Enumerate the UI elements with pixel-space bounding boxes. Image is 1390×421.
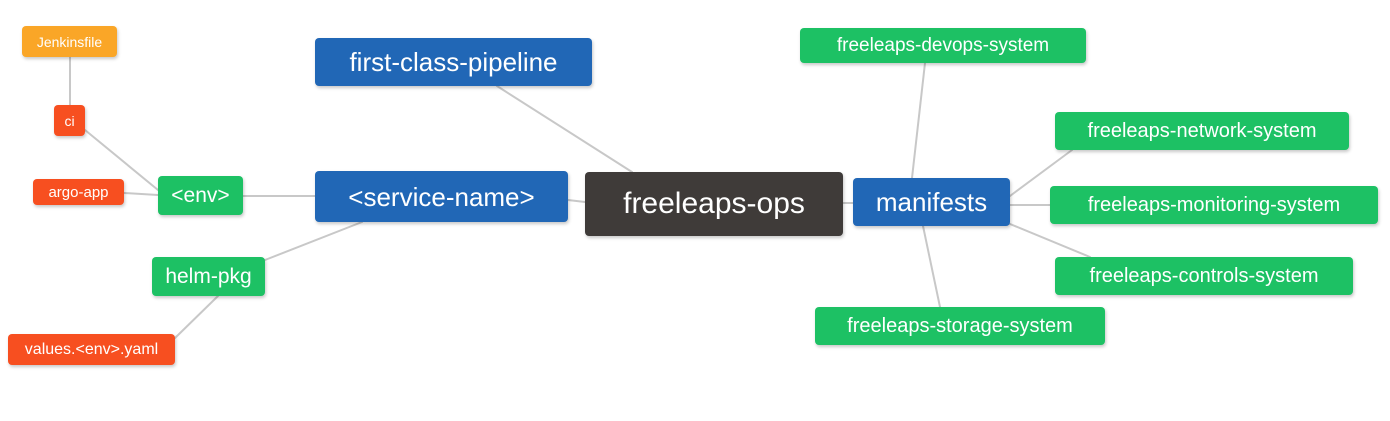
node-label-service-name: <service-name> — [348, 181, 535, 212]
node-label-ci: ci — [64, 112, 75, 129]
node-label-env: <env> — [171, 184, 230, 207]
mindmap-node-jenkinsfile[interactable]: Jenkinsfile — [22, 26, 117, 57]
node-label-values-env-yaml: values.<env>.yaml — [24, 340, 159, 358]
edge-argo-app-to-env — [123, 192, 159, 196]
edge-freeleaps-storage-system-to-manifests — [922, 225, 941, 308]
edge-first-class-pipeline-to-freeleaps-ops — [496, 85, 633, 173]
mindmap-node-values-env-yaml[interactable]: values.<env>.yaml — [8, 334, 175, 365]
mindmap-node-freeleaps-monitoring-system[interactable]: freeleaps-monitoring-system — [1050, 186, 1378, 224]
mindmap-node-freeleaps-ops[interactable]: freeleaps-ops — [585, 172, 843, 236]
mindmap-node-first-class-pipeline[interactable]: first-class-pipeline — [315, 38, 592, 86]
edge-freeleaps-devops-system-to-manifests — [911, 62, 926, 179]
node-label-freeleaps-devops-system: freeleaps-devops-system — [836, 35, 1050, 56]
mindmap-node-freeleaps-devops-system[interactable]: freeleaps-devops-system — [800, 28, 1086, 63]
node-label-freeleaps-network-system: freeleaps-network-system — [1087, 120, 1317, 142]
mindmap-node-freeleaps-controls-system[interactable]: freeleaps-controls-system — [1055, 257, 1353, 295]
node-label-freeleaps-controls-system: freeleaps-controls-system — [1089, 265, 1319, 287]
edge-helm-pkg-to-service-name — [264, 221, 363, 261]
node-label-helm-pkg: helm-pkg — [165, 265, 252, 288]
mindmap-node-env[interactable]: <env> — [158, 176, 243, 215]
mindmap-node-freeleaps-network-system[interactable]: freeleaps-network-system — [1055, 112, 1349, 150]
edge-values-env-yaml-to-helm-pkg — [174, 295, 219, 339]
node-label-jenkinsfile: Jenkinsfile — [36, 33, 103, 50]
mindmap-node-manifests[interactable]: manifests — [853, 178, 1010, 226]
node-label-argo-app: argo-app — [48, 183, 109, 201]
mindmap-node-helm-pkg[interactable]: helm-pkg — [152, 257, 265, 296]
edge-freeleaps-controls-system-to-manifests — [1009, 223, 1091, 258]
mindmap-node-argo-app[interactable]: argo-app — [33, 179, 124, 205]
node-label-first-class-pipeline: first-class-pipeline — [349, 47, 558, 77]
node-label-freeleaps-storage-system: freeleaps-storage-system — [847, 315, 1073, 337]
node-label-freeleaps-monitoring-system: freeleaps-monitoring-system — [1087, 194, 1341, 216]
node-label-manifests: manifests — [875, 187, 988, 217]
node-label-freeleaps-ops: freeleaps-ops — [623, 187, 805, 220]
mindmap-node-ci[interactable]: ci — [54, 105, 85, 136]
mindmap-node-freeleaps-storage-system[interactable]: freeleaps-storage-system — [815, 307, 1105, 345]
edge-service-name-to-freeleaps-ops — [567, 199, 586, 203]
mindmap-node-service-name[interactable]: <service-name> — [315, 171, 568, 222]
